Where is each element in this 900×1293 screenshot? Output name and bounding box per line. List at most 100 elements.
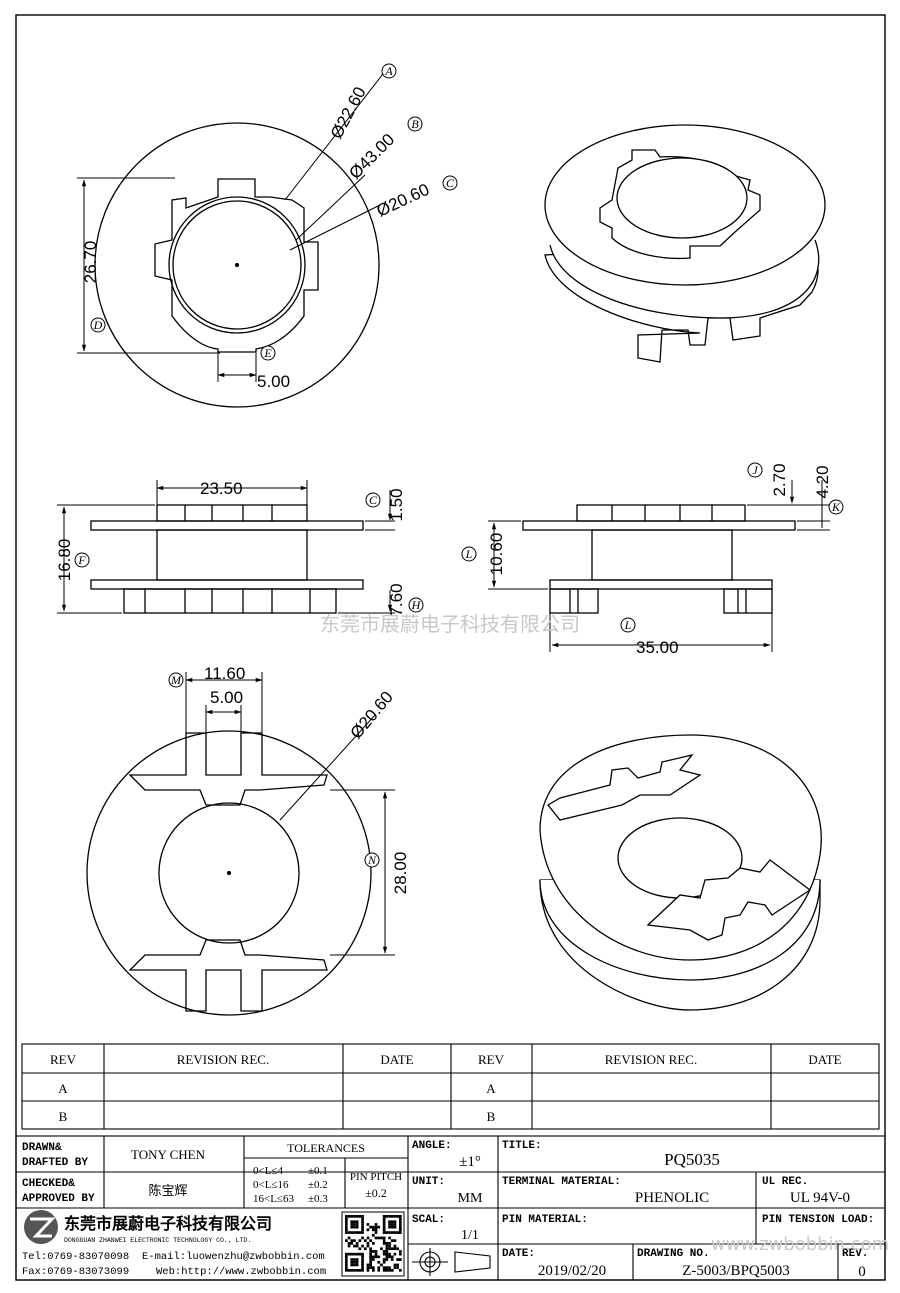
svg-text:SCAL:: SCAL:	[412, 1214, 445, 1226]
dim-bottom-slot: 5.00	[210, 688, 243, 707]
svg-text:DONGGUAN ZHANWEI ELECTRONIC TE: DONGGUAN ZHANWEI ELECTRONIC TECHNOLOGY C…	[64, 1237, 251, 1244]
svg-text:DRAWN&: DRAWN&	[22, 1142, 62, 1154]
dim-slot-text: 5.00	[257, 372, 290, 391]
marker-j: J	[747, 462, 763, 478]
dim-side-l: 10.60	[487, 533, 506, 576]
marker-c: C	[442, 175, 458, 191]
svg-text:PQ5035: PQ5035	[664, 1150, 720, 1169]
marker-a: A	[381, 63, 397, 79]
marker-h: H	[408, 597, 424, 613]
svg-text:REV: REV	[478, 1052, 505, 1067]
svg-text:2019/02/20: 2019/02/20	[538, 1263, 606, 1279]
marker-m: M	[168, 672, 184, 688]
svg-text:ANGLE:: ANGLE:	[412, 1140, 452, 1152]
watermark-text: 东莞市展蔚电子科技有限公司	[320, 612, 580, 636]
svg-text:REVISION REC.: REVISION REC.	[605, 1052, 697, 1067]
dim-bottom-n: 28.00	[391, 852, 410, 895]
marker-f: F	[74, 552, 90, 568]
dim-side-k: 4.20	[813, 465, 832, 498]
dim-height-text: 26.70	[81, 241, 100, 284]
dim-front-flange: 1.50	[387, 488, 406, 521]
bottom-view	[86, 730, 372, 1016]
svg-text:UNIT:: UNIT:	[412, 1176, 445, 1188]
revision-table	[21, 1043, 880, 1130]
svg-text:H: H	[411, 598, 422, 612]
marker-n: N	[364, 852, 380, 868]
title-block-grid	[15, 1135, 886, 1281]
qr-code	[341, 1211, 405, 1277]
svg-text:UL REC.: UL REC.	[762, 1176, 808, 1188]
dim-bottom-m: 11.60	[204, 664, 245, 683]
dim-front-bottom: 7.60	[387, 583, 406, 616]
side-view	[522, 504, 796, 614]
svg-text:陈宝辉: 陈宝辉	[148, 1183, 187, 1198]
svg-text:REV.: REV.	[842, 1248, 868, 1260]
iso-view-bottom	[539, 734, 822, 1011]
dim-front-width: 23.50	[200, 479, 243, 498]
svg-text:东莞市展蔚电子科技有限公司: 东莞市展蔚电子科技有限公司	[64, 1214, 272, 1233]
svg-text:PIN MATERIAL:: PIN MATERIAL:	[502, 1214, 588, 1226]
dim-a-text: Ø22.60	[327, 84, 370, 142]
svg-text:L: L	[465, 547, 473, 561]
dim-side-width: 35.00	[636, 638, 679, 657]
dim-side-j: 2.70	[770, 463, 789, 496]
dim-bottom-dia: Ø20.60	[347, 688, 397, 743]
markers: A B C D E F C H J K L L M N	[74, 63, 844, 868]
svg-text:MM: MM	[458, 1191, 483, 1206]
svg-text:N: N	[367, 853, 377, 867]
svg-text:16<L≤63: 16<L≤63	[253, 1193, 294, 1205]
dim-front-height: 16.80	[55, 539, 74, 582]
svg-text:0<L≤16: 0<L≤16	[253, 1179, 289, 1191]
svg-text:Web:http://www.zwbobbin.com: Web:http://www.zwbobbin.com	[156, 1266, 326, 1278]
svg-text:PIN TENSION LOAD:: PIN TENSION LOAD:	[762, 1214, 874, 1226]
dim-c-text: Ø20.60	[374, 180, 433, 221]
marker-k: K	[828, 499, 844, 515]
svg-text:0<L≤4: 0<L≤4	[253, 1165, 283, 1177]
svg-text:Tel:0769-83070098: Tel:0769-83070098	[22, 1251, 129, 1263]
marker-l-width: L	[620, 617, 636, 633]
svg-text:C: C	[446, 176, 455, 190]
svg-text:A: A	[486, 1081, 496, 1096]
svg-text:±0.2: ±0.2	[308, 1179, 328, 1191]
svg-text:Fax:0769-83073099: Fax:0769-83073099	[22, 1266, 129, 1278]
svg-text:D: D	[93, 318, 103, 332]
company-logo	[24, 1210, 58, 1244]
svg-text:±1°: ±1°	[459, 1154, 481, 1170]
svg-text:C: C	[369, 493, 378, 507]
svg-text:B: B	[59, 1109, 68, 1124]
svg-text:DATE: DATE	[808, 1052, 841, 1067]
marker-e: E	[260, 345, 276, 361]
projection-symbol	[412, 1248, 491, 1276]
svg-text:F: F	[77, 553, 86, 567]
svg-text:±0.2: ±0.2	[365, 1186, 387, 1200]
dim-b-text: Ø43.00	[345, 130, 398, 183]
front-view-dimensions	[57, 480, 395, 614]
company-block: 东莞市展蔚电子科技有限公司 DONGGUAN ZHANWEI ELECTRONI…	[22, 1210, 326, 1278]
svg-text:PHENOLIC: PHENOLIC	[635, 1190, 709, 1206]
svg-text:APPROVED BY: APPROVED BY	[22, 1193, 95, 1205]
revision-table-text: REV REVISION REC. DATE REV REVISION REC.…	[50, 1052, 842, 1124]
svg-text:A: A	[384, 64, 393, 78]
svg-text:±0.3: ±0.3	[308, 1193, 328, 1205]
svg-text:REV: REV	[50, 1052, 77, 1067]
svg-text:B: B	[411, 117, 419, 131]
svg-text:A: A	[58, 1081, 68, 1096]
svg-text:TITLE:: TITLE:	[502, 1140, 542, 1152]
svg-text:E-mail:luowenzhu@zwbobbin.com: E-mail:luowenzhu@zwbobbin.com	[142, 1251, 325, 1263]
svg-text:DRAFTED BY: DRAFTED BY	[22, 1157, 88, 1169]
svg-text:Z-5003/BPQ5003: Z-5003/BPQ5003	[682, 1263, 790, 1279]
marker-g: C	[365, 492, 381, 508]
marker-b: B	[407, 116, 423, 132]
svg-text:E: E	[263, 346, 272, 360]
svg-text:DRAWING NO.: DRAWING NO.	[637, 1248, 710, 1260]
svg-text:UL 94V-0: UL 94V-0	[790, 1190, 850, 1206]
iso-view-top	[544, 124, 826, 363]
svg-text:DATE: DATE	[380, 1052, 413, 1067]
svg-text:J: J	[752, 463, 758, 477]
svg-text:CHECKED&: CHECKED&	[22, 1178, 75, 1190]
front-view	[90, 504, 364, 614]
marker-l-side: L	[461, 546, 477, 562]
svg-text:DATE:: DATE:	[502, 1248, 535, 1260]
svg-text:K: K	[831, 500, 841, 514]
